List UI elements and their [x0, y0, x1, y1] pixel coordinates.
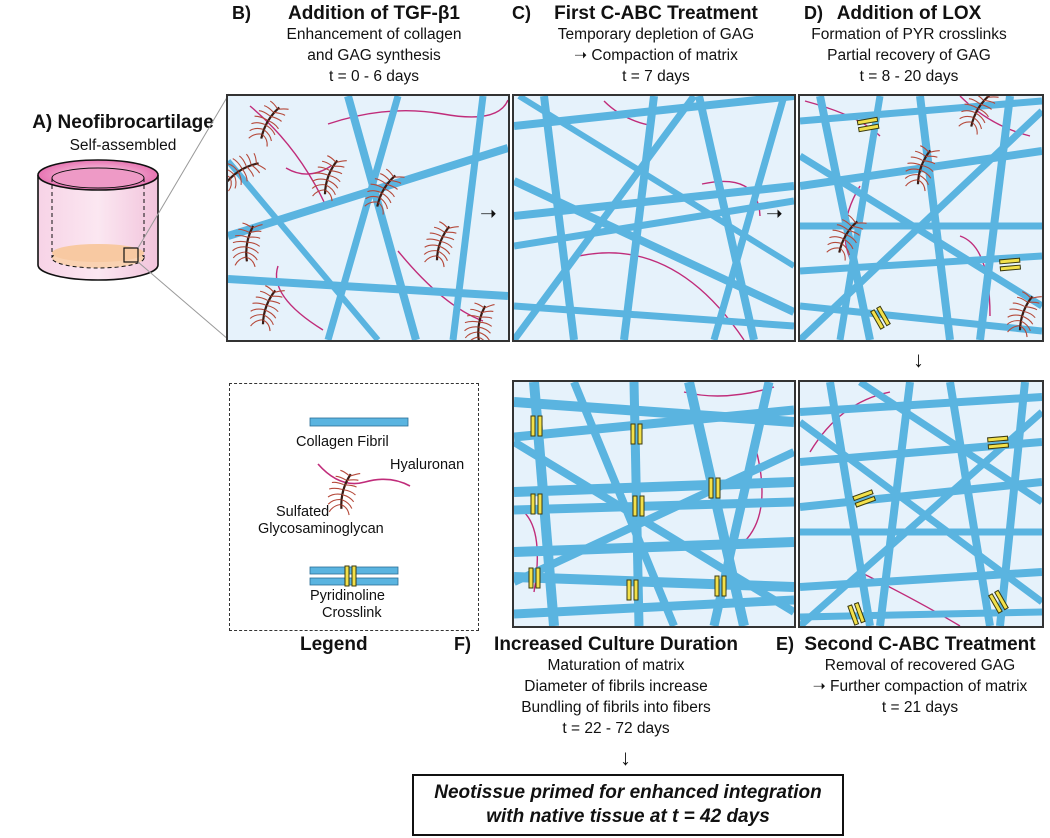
panel-c-letter: C)	[512, 3, 531, 23]
hyaluronan-strands	[249, 99, 508, 331]
panel-e-line-2: Further compaction of matrix	[830, 678, 1028, 695]
legend-gag-label-1: Sulfated	[276, 504, 330, 520]
panel-f-line-3: Bundling of fibrils into fibers	[521, 699, 711, 716]
final-outcome-box: Neotissue primed for enhanced integratio…	[412, 774, 844, 836]
panel-c-line-3: t = 7 days	[622, 68, 690, 85]
panel-d-letter: D)	[804, 3, 823, 23]
panel-b-letter: B)	[232, 3, 251, 23]
panel-e-letter: E)	[776, 634, 794, 654]
panel-d-matrix	[798, 94, 1044, 342]
panel-c-title: First C-ABC Treatment	[554, 3, 758, 24]
panel-f-matrix-svg	[514, 382, 794, 626]
panel-b-header: Addition of TGF-β1 Enhancement of collag…	[214, 3, 534, 87]
panel-d-line-2: Partial recovery of GAG	[827, 47, 991, 64]
legend-collagen-label: Collagen Fibril	[296, 434, 389, 450]
arrow-f-to-final: ↓	[620, 745, 631, 770]
panel-e-matrix	[798, 380, 1044, 628]
panel-d-matrix-svg	[800, 96, 1042, 340]
panel-f-line-1: Maturation of matrix	[547, 657, 685, 674]
collagen-fibrils	[228, 96, 508, 340]
panel-a-subtitle: Self-assembled	[69, 137, 177, 154]
legend-collagen-fibril-icon	[309, 417, 409, 427]
panel-f-header: Increased Culture Duration Maturation of…	[466, 634, 766, 739]
collagen-fibrils	[514, 96, 794, 340]
panel-a-letter: A)	[32, 112, 53, 133]
legend-hyaluronan-icon	[317, 463, 411, 519]
right-arrow-icon: ➝	[574, 47, 588, 64]
cylinder-illustration	[37, 93, 230, 341]
panel-e-line-1: Removal of recovered GAG	[824, 657, 1016, 674]
panel-f-line-2: Diameter of fibrils increase	[524, 678, 708, 695]
panel-b-matrix-svg	[228, 96, 508, 340]
panel-c-line-2: Compaction of matrix	[591, 47, 738, 64]
panel-c-matrix-svg	[514, 96, 794, 340]
panel-c-line-1: Temporary depletion of GAG	[557, 26, 755, 43]
panel-f-matrix	[512, 380, 796, 628]
panel-e-header: Second C-ABC Treatment Removal of recove…	[792, 634, 1048, 718]
panel-e-line-3: t = 21 days	[881, 699, 959, 716]
panel-d-title: Addition of LOX	[836, 3, 982, 24]
panel-d-line-1: Formation of PYR crosslinks	[811, 26, 1007, 43]
final-outcome-line-2: with native tissue at t = 42 days	[486, 806, 770, 827]
panel-c-header: First C-ABC Treatment Temporary depletio…	[496, 3, 816, 87]
right-arrow-icon: ➝	[812, 678, 826, 695]
panel-b-line-1: Enhancement of collagen	[286, 26, 462, 43]
panel-b-matrix	[226, 94, 510, 342]
collagen-fibrils	[514, 382, 794, 626]
arrow-c-to-d: ➝	[766, 203, 783, 225]
legend-crosslink-label-1: Pyridinoline	[310, 588, 385, 604]
panel-e-title: Second C-ABC Treatment	[804, 634, 1036, 655]
collagen-fibrils	[800, 382, 1042, 626]
collagen-fibrils	[800, 96, 1042, 340]
final-outcome-line-1: Neotissue primed for enhanced integratio…	[434, 782, 822, 803]
panel-d-line-3: t = 8 - 20 days	[859, 68, 959, 85]
legend-gag-label-2: Glycosaminoglycan	[258, 521, 384, 537]
panel-c-matrix	[512, 94, 796, 342]
panel-f-letter: F)	[454, 634, 471, 654]
panel-d-header: Addition of LOX Formation of PYR crossli…	[778, 3, 1040, 87]
legend-crosslink-icon	[309, 565, 399, 587]
legend-box: Collagen Fibril Hyaluronan Sulfated Glyc…	[229, 383, 479, 631]
panel-f-title: Increased Culture Duration	[494, 634, 738, 655]
legend-crosslink-label-2: Crosslink	[322, 605, 382, 621]
panel-f-line-4: t = 22 - 72 days	[562, 720, 670, 737]
panel-a-header: A) Neofibrocartilage Self-assembled	[28, 112, 218, 155]
legend-title: Legend	[300, 634, 368, 655]
legend-hyaluronan-label: Hyaluronan	[390, 457, 465, 473]
panel-e-matrix-svg	[800, 382, 1042, 626]
arrow-d-to-e: ↓	[913, 347, 924, 372]
panel-b-title: Addition of TGF-β1	[287, 3, 460, 24]
arrow-b-to-c: ➝	[480, 203, 497, 225]
legend-graphics	[309, 417, 411, 587]
panel-b-line-2: and GAG synthesis	[307, 47, 441, 64]
panel-b-line-3: t = 0 - 6 days	[328, 68, 420, 85]
panel-a-title: Neofibrocartilage	[57, 112, 214, 133]
